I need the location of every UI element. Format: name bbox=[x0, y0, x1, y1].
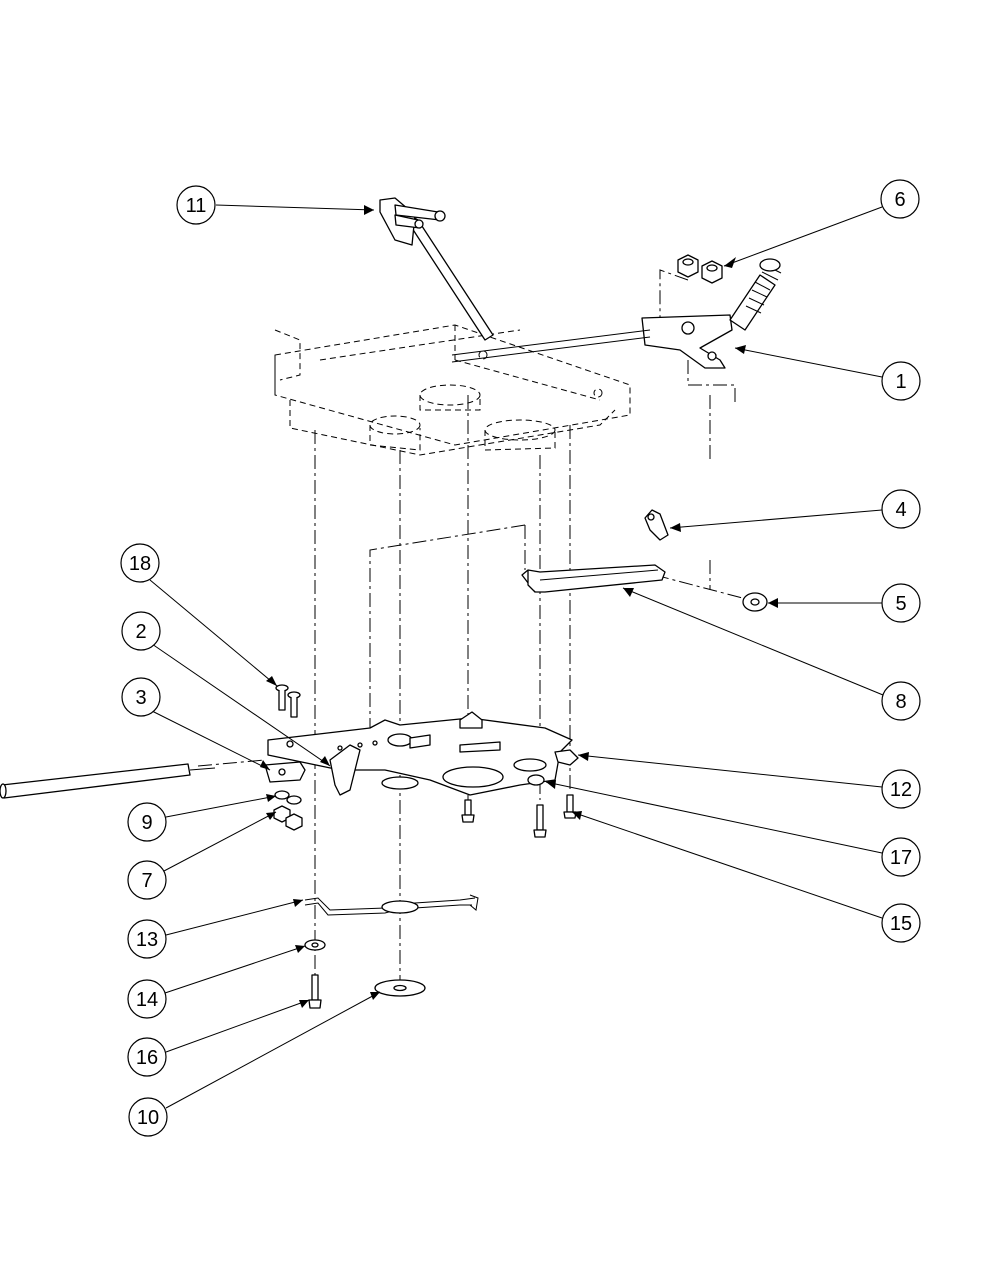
svg-text:17: 17 bbox=[890, 847, 912, 869]
svg-text:3: 3 bbox=[135, 687, 146, 709]
part-1-control-lever bbox=[451, 258, 782, 369]
svg-text:6: 6 bbox=[894, 189, 905, 211]
part-3-cable-assembly bbox=[0, 761, 306, 799]
svg-text:15: 15 bbox=[890, 913, 912, 935]
part-18-carriage-bolts bbox=[275, 684, 301, 718]
svg-text:11: 11 bbox=[186, 195, 207, 217]
callout-8: 8 bbox=[622, 587, 921, 721]
callout-14: 14 bbox=[127, 945, 306, 1019]
callout-6: 6 bbox=[723, 179, 920, 267]
callout-4: 4 bbox=[669, 489, 921, 529]
svg-text:1: 1 bbox=[895, 371, 906, 393]
svg-text:2: 2 bbox=[135, 621, 146, 643]
part-4-hairpin-clip bbox=[644, 509, 669, 541]
callout-13: 13 bbox=[127, 899, 304, 959]
callout-1: 1 bbox=[734, 347, 921, 401]
part-17-bushing bbox=[527, 774, 545, 786]
svg-text:16: 16 bbox=[136, 1047, 158, 1069]
callout-9: 9 bbox=[127, 795, 277, 842]
svg-text:7: 7 bbox=[141, 870, 152, 892]
callout-12: 12 bbox=[577, 754, 921, 809]
part-12-spring-clip bbox=[554, 749, 579, 766]
control-bracket-plate bbox=[267, 711, 573, 796]
part-2-bracket-arm bbox=[329, 744, 361, 796]
callout-2: 2 bbox=[121, 611, 331, 767]
callout-7: 7 bbox=[127, 811, 277, 900]
part-10-push-nut bbox=[374, 979, 426, 997]
svg-text:5: 5 bbox=[895, 593, 906, 615]
part-15-flange-screws bbox=[461, 794, 577, 838]
callout-balloons: 11 6 1 4 5 8 18 bbox=[120, 179, 921, 1137]
svg-text:9: 9 bbox=[141, 812, 152, 834]
part-13-wire-link bbox=[304, 894, 479, 916]
callout-15: 15 bbox=[571, 811, 921, 943]
engine-deck-outline bbox=[274, 324, 631, 456]
part-14-washer bbox=[304, 939, 326, 951]
part-16-screw bbox=[308, 974, 322, 1009]
part-5-washer bbox=[742, 592, 768, 612]
callout-10: 10 bbox=[128, 991, 381, 1137]
callout-5: 5 bbox=[768, 583, 921, 623]
part-9-washers bbox=[274, 790, 302, 805]
svg-text:14: 14 bbox=[136, 989, 158, 1011]
part-11-control-rod bbox=[379, 197, 494, 341]
part-8-linkage-rod bbox=[521, 564, 666, 593]
leader-arrowheads bbox=[260, 205, 778, 1008]
part-7-nuts bbox=[273, 805, 303, 831]
part-6-lock-nuts bbox=[677, 254, 723, 284]
callout-18: 18 bbox=[120, 543, 278, 687]
svg-text:10: 10 bbox=[137, 1107, 159, 1129]
svg-text:8: 8 bbox=[895, 691, 906, 713]
callout-16: 16 bbox=[127, 999, 310, 1077]
svg-text:13: 13 bbox=[136, 929, 158, 951]
callout-3: 3 bbox=[121, 677, 271, 771]
svg-text:12: 12 bbox=[890, 779, 912, 801]
callout-11: 11 bbox=[176, 185, 375, 225]
svg-text:18: 18 bbox=[129, 553, 151, 575]
svg-text:4: 4 bbox=[895, 499, 906, 521]
callout-17: 17 bbox=[545, 781, 921, 877]
